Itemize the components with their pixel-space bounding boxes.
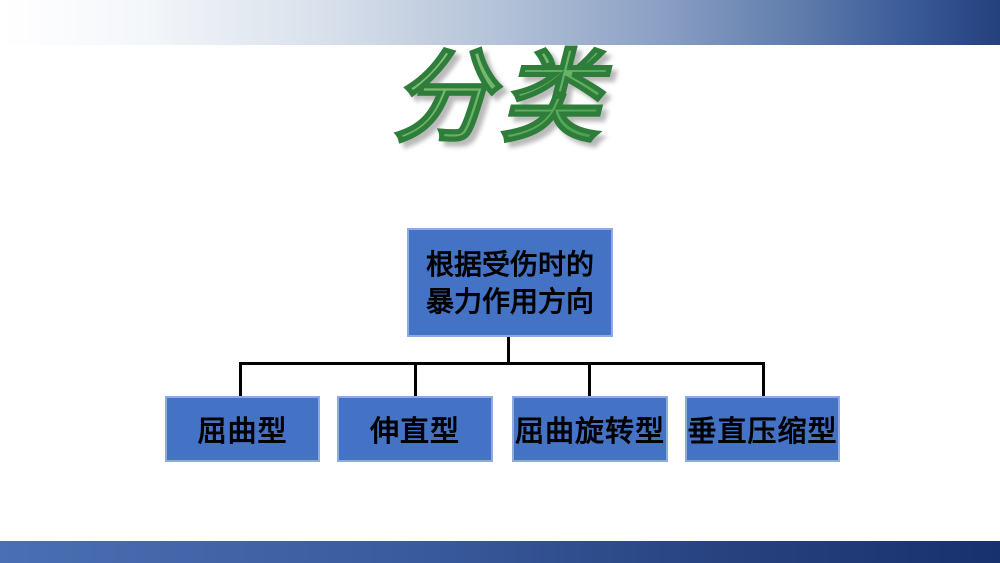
flowchart-node-extension: 伸直型	[337, 396, 493, 462]
page-title: 分类	[0, 41, 1000, 155]
connector-drop-1	[239, 362, 242, 397]
top-gradient-bar	[0, 0, 1000, 45]
connector-stem	[507, 337, 510, 365]
connector-drop-4	[762, 362, 765, 397]
connector-drop-2	[414, 362, 417, 397]
flowchart-node-flexion: 屈曲型	[165, 396, 320, 462]
connector-drop-3	[588, 362, 591, 397]
flowchart-root-node: 根据受伤时的 暴力作用方向	[407, 228, 613, 337]
root-node-label: 根据受伤时的 暴力作用方向	[425, 247, 594, 318]
flowchart-node-flexion-rotation: 屈曲旋转型	[512, 396, 668, 462]
connector-horizontal-bar	[239, 362, 765, 365]
bottom-gradient-bar	[0, 541, 1000, 563]
flowchart-node-vertical-compression: 垂直压缩型	[685, 396, 840, 462]
